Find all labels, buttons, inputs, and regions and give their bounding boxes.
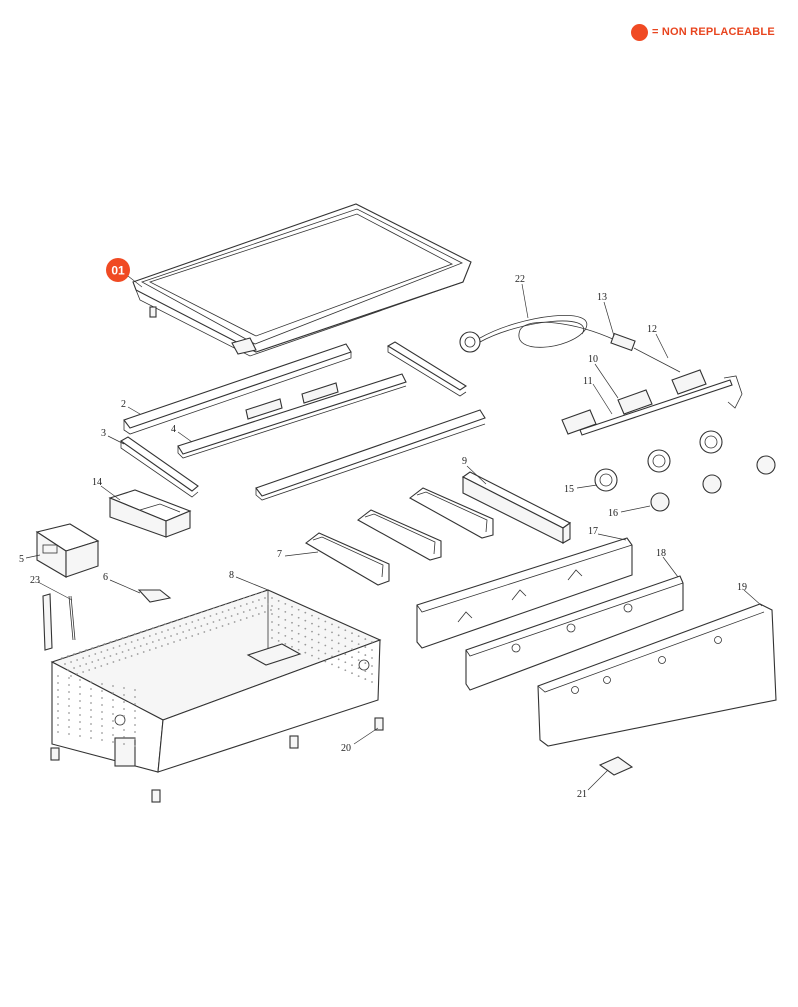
griddle-pan xyxy=(132,203,472,357)
part-number-9: 9 xyxy=(462,456,467,467)
part-number-8: 8 xyxy=(229,570,234,581)
grease-bracket-14 xyxy=(108,489,192,538)
part-number-4: 4 xyxy=(171,424,176,435)
part-number-10: 10 xyxy=(588,354,598,365)
knobs-16 xyxy=(650,455,776,512)
rail-front xyxy=(255,409,486,501)
burners-7 xyxy=(305,487,494,586)
part-number-2: 2 xyxy=(121,399,126,410)
part-number-3: 3 xyxy=(101,428,106,439)
rail-4 xyxy=(177,373,407,459)
legend-text: = NON REPLACEABLE xyxy=(652,26,775,38)
rail-side xyxy=(386,341,468,397)
front-panel-18 xyxy=(465,575,684,691)
badge-label: 01 xyxy=(111,264,125,278)
part-number-21: 21 xyxy=(577,789,587,800)
feet-20 xyxy=(50,717,384,803)
part-number-17: 17 xyxy=(588,526,598,537)
part-number-20: 20 xyxy=(341,743,351,754)
bezels-15 xyxy=(594,430,723,492)
part-number-15: 15 xyxy=(564,484,574,495)
part-number-14: 14 xyxy=(92,477,102,488)
fitting-13 xyxy=(610,332,681,373)
part-number-7: 7 xyxy=(277,549,282,560)
hose-22 xyxy=(459,315,616,353)
igniter-23 xyxy=(42,593,76,651)
part-number-12: 12 xyxy=(647,324,657,335)
number-labels: 2 3 4 5 6 7 8 9 10 11 12 13 14 15 16 17 xyxy=(19,274,763,800)
part-number-23: 23 xyxy=(30,575,40,586)
part-number-22: 22 xyxy=(515,274,525,285)
firebox-8 xyxy=(50,589,382,773)
non-replaceable-badge: 01 xyxy=(106,258,143,288)
rail-3 xyxy=(119,436,199,498)
part-number-6: 6 xyxy=(103,572,108,583)
part-number-13: 13 xyxy=(597,292,607,303)
part-number-16: 16 xyxy=(608,508,618,519)
grease-cup-5 xyxy=(35,523,100,578)
non-replaceable-dot-icon xyxy=(631,23,648,41)
legend: = NON REPLACEABLE xyxy=(631,23,775,41)
heat-shield-9 xyxy=(461,471,572,544)
firebox-perforations xyxy=(57,591,373,747)
control-panel-17 xyxy=(416,537,633,649)
part-number-11: 11 xyxy=(583,376,593,387)
part-number-19: 19 xyxy=(737,582,747,593)
part-number-5: 5 xyxy=(19,554,24,565)
manifold-11 xyxy=(561,369,743,436)
clip-6 xyxy=(137,589,172,603)
plate-21 xyxy=(598,756,634,776)
part-number-18: 18 xyxy=(656,548,666,559)
rail-2 xyxy=(123,343,352,435)
